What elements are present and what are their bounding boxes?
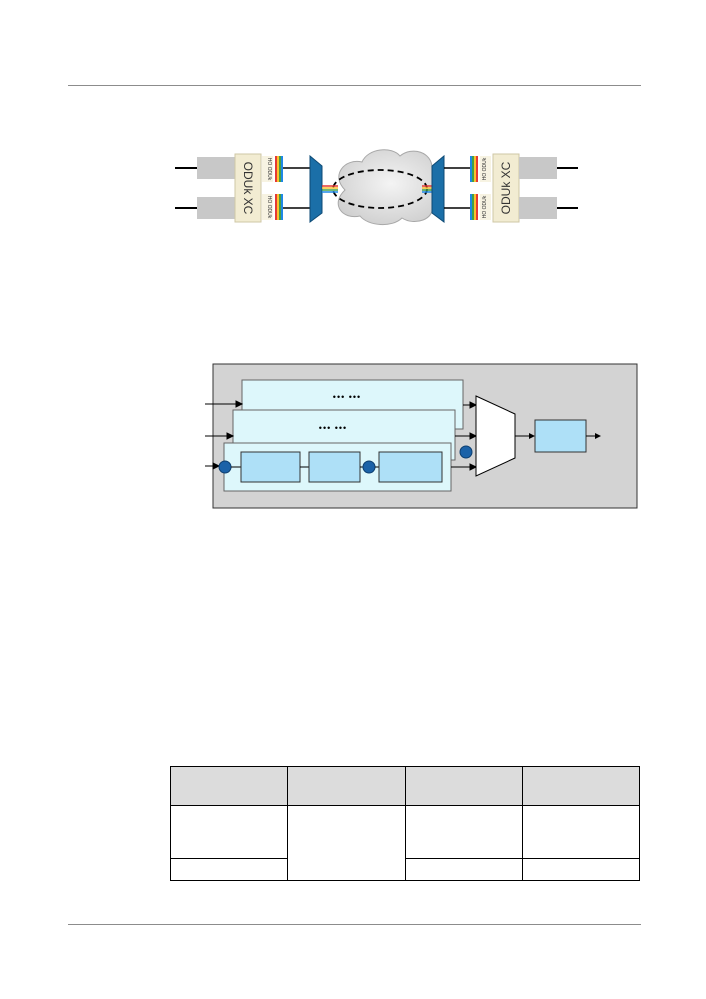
- table-cell: [404, 858, 523, 881]
- left-rainbow-bottom: [275, 194, 283, 220]
- input-arrows: [205, 400, 244, 470]
- table-cell: [169, 805, 289, 859]
- table-header-cell: [287, 766, 406, 806]
- right-rainbow-top: [470, 156, 478, 182]
- mux-input-arrows: [451, 401, 478, 471]
- right-port-top: [519, 157, 557, 179]
- output-block: [534, 419, 587, 453]
- table-header-cell: [404, 766, 523, 806]
- right-xc-box: [492, 153, 520, 223]
- left-rainbow-top: [275, 156, 283, 182]
- footer-rule: [68, 924, 641, 925]
- right-xc-label: ODUk XC: [499, 161, 513, 214]
- right-mux: [431, 154, 445, 223]
- right-link-rainbow: [422, 185, 432, 193]
- table-row: [169, 858, 641, 881]
- table-header-row: [169, 766, 641, 806]
- mux-dot: [459, 445, 473, 459]
- right-ho-label-top: HO ODUk: [482, 157, 488, 180]
- left-ho-label-bottom: HO ODUk: [266, 196, 272, 219]
- output-arrow: [595, 433, 601, 439]
- table-header-cell: [521, 766, 641, 806]
- left-port-top: [197, 157, 235, 179]
- card-middle-ellipsis: ••• •••: [319, 423, 347, 433]
- block-2: [308, 451, 361, 483]
- block-1: [240, 451, 301, 483]
- table-cell: [521, 858, 641, 881]
- table-cell: [521, 805, 641, 859]
- input-dot: [218, 460, 232, 474]
- left-ho-label-top: HO ODUk: [266, 158, 272, 181]
- network-cloud: [332, 149, 445, 225]
- selector-mux: [475, 395, 516, 477]
- block-3: [378, 451, 443, 483]
- spec-table-container: [169, 766, 641, 881]
- left-mux: [309, 154, 323, 223]
- right-ho-label-bottom: HO ODUk: [482, 195, 488, 218]
- table-cell: [404, 805, 523, 859]
- figure-block-diagram: ••• ••• ••• •••: [205, 363, 638, 509]
- spec-table: [169, 766, 641, 881]
- left-xc-label: ODUk XC: [241, 162, 255, 215]
- table-row: [169, 805, 641, 881]
- header-rule: [68, 85, 641, 86]
- figure-network-diagram: ODUk XC HO ODUk HO ODUk: [175, 149, 578, 225]
- left-port-bottom: [197, 197, 235, 219]
- left-xc-box: [234, 153, 262, 223]
- left-link-rainbow: [322, 185, 338, 193]
- middle-dot: [362, 460, 376, 474]
- right-port-bottom: [519, 197, 557, 219]
- right-rainbow-bottom: [470, 194, 478, 220]
- cloud-path-ellipse: [332, 169, 428, 209]
- table-header-cell: [169, 766, 289, 806]
- table-cell-merged: [287, 805, 406, 881]
- table-cell: [169, 858, 289, 881]
- card-back-ellipsis: ••• •••: [333, 392, 361, 402]
